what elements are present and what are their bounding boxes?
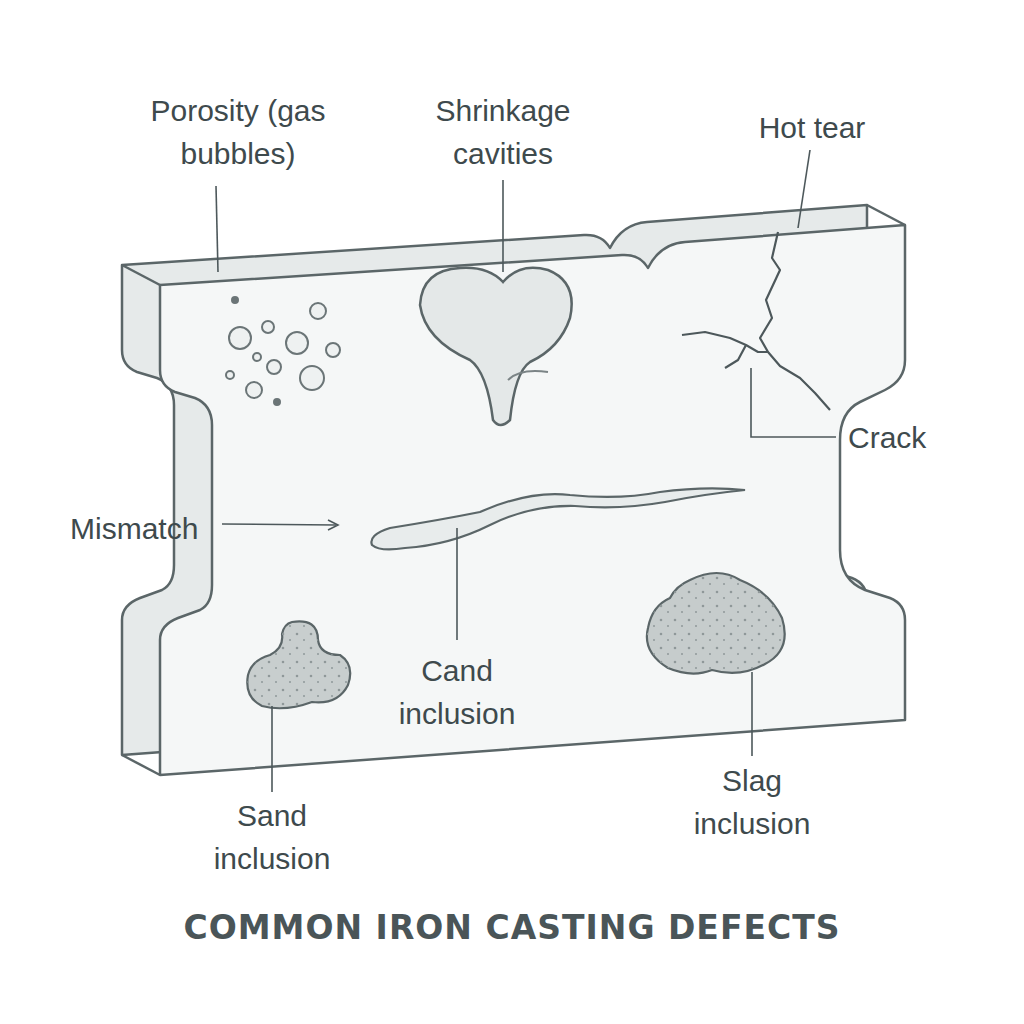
defect-label: Shrinkage cavities xyxy=(421,89,586,175)
sand-inclusion-shape xyxy=(247,621,350,708)
sand-texture xyxy=(247,621,350,708)
crack-lines xyxy=(682,232,830,410)
defect-label: Crack xyxy=(848,416,998,459)
defect-label: Cand inclusion xyxy=(377,649,537,735)
leader-lines xyxy=(216,150,836,792)
cand-inclusion-shape xyxy=(371,488,745,549)
defect-label: Slag inclusion xyxy=(672,759,832,845)
defect-label: Porosity (gas bubbles) xyxy=(136,89,341,175)
gas-bubbles xyxy=(226,297,340,405)
defect-label: Hot tear xyxy=(712,106,912,149)
defect-label: Mismatch xyxy=(70,507,220,550)
slag-inclusion-shape xyxy=(647,573,785,674)
plate-front xyxy=(160,225,905,775)
cavity-shading xyxy=(508,371,548,380)
plate-edges xyxy=(122,205,905,775)
shrinkage-cavity xyxy=(420,268,572,425)
diagram-title: COMMON IRON CASTING DEFECTS xyxy=(184,908,841,947)
slag-texture xyxy=(647,573,785,674)
defect-label: Sand inclusion xyxy=(192,794,352,880)
